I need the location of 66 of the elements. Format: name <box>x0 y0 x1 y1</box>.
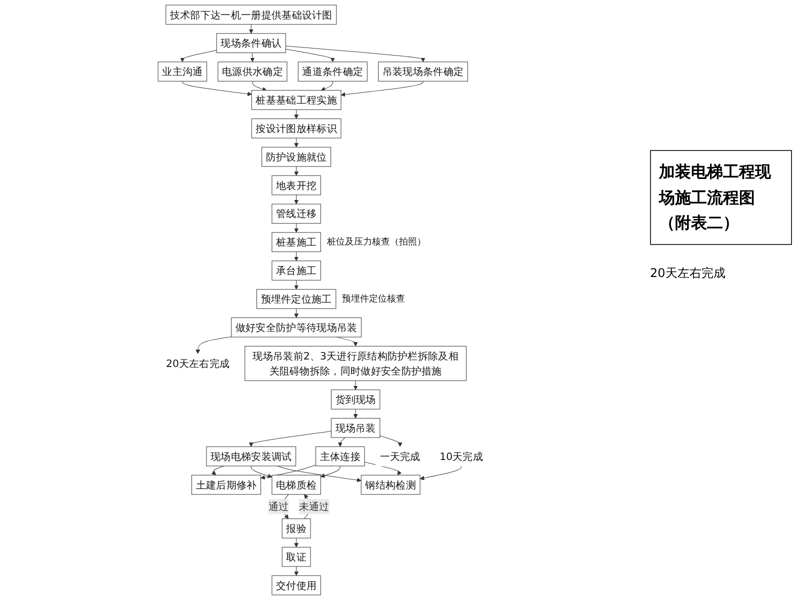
arrow <box>294 109 298 119</box>
arrow <box>294 194 298 204</box>
arrow <box>320 80 333 91</box>
arrow <box>294 308 298 318</box>
node-box: 现场吊装 <box>330 418 380 438</box>
node-box: 取证 <box>282 546 311 567</box>
node-box: 电梯质检 <box>272 474 321 495</box>
node-box: 地表开挖 <box>272 175 321 196</box>
arrow <box>250 466 272 478</box>
arrow <box>340 80 424 97</box>
side-note: 桩位及压力核查（拍照） <box>326 238 426 248</box>
arrow <box>338 437 346 447</box>
node-box: 报验 <box>282 518 311 538</box>
node-text: 10天完成 <box>440 450 483 462</box>
node-box: 主体连接 <box>315 446 365 466</box>
arrow <box>320 466 340 478</box>
node-box: 按设计图放样标识 <box>251 118 342 138</box>
node-box: 现场吊装前2、3天进行原结构防护栏拆除及相关阻碍物拆除，同时做好安全防护措施 <box>244 346 466 381</box>
node-box: 现场电梯安装调试 <box>206 446 296 466</box>
node-box: 桩基施工 <box>272 232 321 252</box>
node-box: 做好安全防护等待现场吊装 <box>231 318 362 338</box>
edge-label: 通过 <box>268 500 289 513</box>
arrow <box>294 538 298 548</box>
arrow <box>294 138 298 148</box>
arrow <box>353 408 358 418</box>
title: 加装电梯工程现场施工流程图（附表二） <box>650 150 792 245</box>
arrow <box>277 466 362 482</box>
node-box: 吊装现场条件确定 <box>378 62 468 82</box>
node-box: 业主沟通 <box>158 62 207 82</box>
arrow <box>380 435 402 447</box>
arrow <box>248 430 332 447</box>
arrow <box>211 466 224 476</box>
node-box: 承台施工 <box>272 260 321 280</box>
arrow <box>420 466 462 480</box>
note: 20天左右完成 <box>650 264 726 282</box>
arrow <box>182 80 252 96</box>
node-box: 钢结构检测 <box>360 474 420 495</box>
arrow <box>294 166 298 176</box>
side-note: 预埋件定位核查 <box>342 294 405 305</box>
arrow <box>285 46 426 62</box>
arrow <box>248 24 254 34</box>
arrow <box>294 223 298 233</box>
arrow <box>353 380 358 390</box>
node-box: 技术部下达一机一册提供基础设计图 <box>166 4 337 25</box>
arrow <box>294 252 298 262</box>
node-box: 防护设施就位 <box>261 146 332 167</box>
node-box: 管线迁移 <box>272 204 321 224</box>
arrow <box>196 336 232 354</box>
node-box: 预埋件定位施工 <box>256 289 336 309</box>
edge-label: 未通过 <box>298 500 330 513</box>
arrow <box>294 280 298 290</box>
node-text: 20天左右完成 <box>166 357 230 370</box>
arrow <box>294 566 298 576</box>
arrow <box>260 464 316 480</box>
node-box: 通道条件确定 <box>298 62 368 82</box>
node-text: 一天完成 <box>380 450 420 462</box>
arrow <box>252 80 267 92</box>
arrow <box>285 48 335 62</box>
node-box: 桩基基础工程实施 <box>251 90 342 110</box>
node-box: 现场条件确认 <box>216 33 286 54</box>
node-box: 交付使用 <box>272 575 321 596</box>
node-box: 土建后期修补 <box>191 474 261 495</box>
node-box: 电源供水确定 <box>218 62 288 82</box>
node-box: 货到现场 <box>330 390 380 410</box>
arrow <box>250 52 255 62</box>
arrow <box>180 50 217 62</box>
